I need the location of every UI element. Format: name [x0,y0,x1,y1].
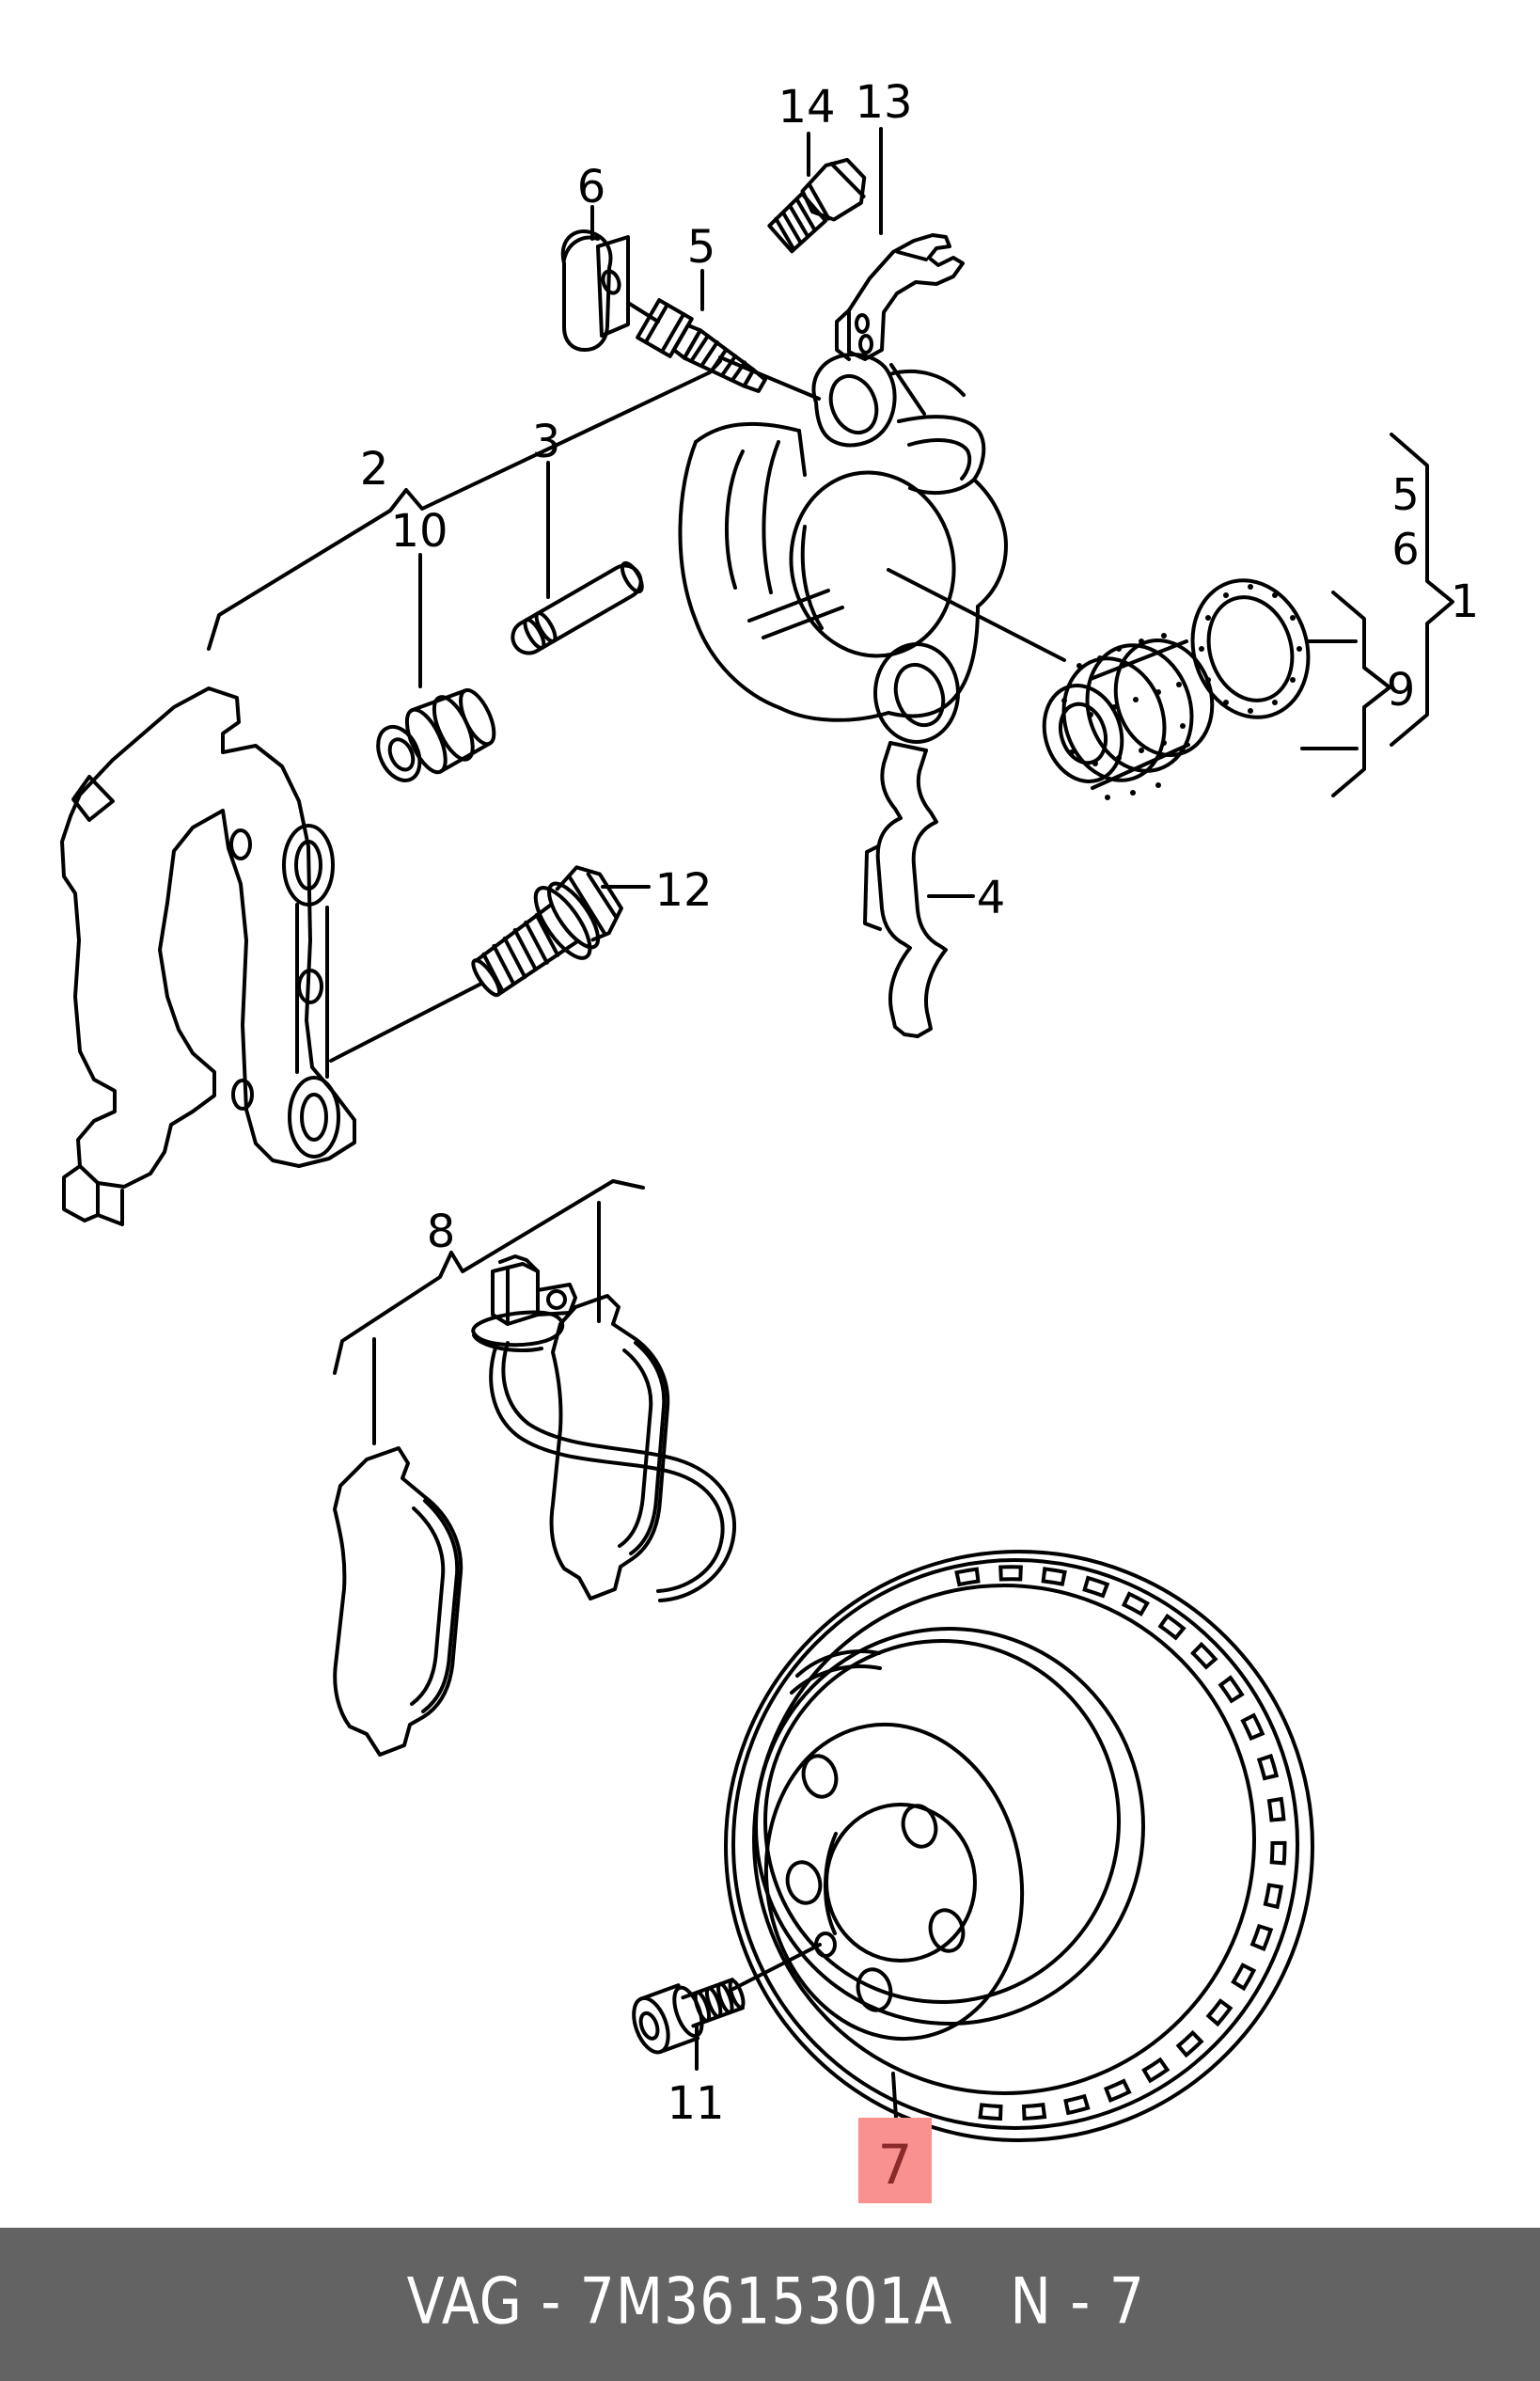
part-7-brake-disc [724,1550,1314,2142]
callout-11[interactable]: 11 [667,2077,724,2130]
callout-14[interactable]: 14 [778,81,835,134]
part-12-bolt [471,865,623,998]
caliper-housing [678,353,1008,744]
callout-group-5[interactable]: 5 [1391,469,1419,520]
part-13-bracket [835,233,965,361]
outer-pad [333,1446,464,1757]
part-9-boot [1042,633,1215,800]
callout-group-6[interactable]: 6 [1391,524,1419,575]
callout-13[interactable]: 13 [855,76,912,129]
part-5-bleeder-screw [636,298,767,393]
leader-lines [207,127,1454,2120]
callout-1[interactable]: 1 [1451,576,1480,628]
part-10-guide-bushing [376,687,496,782]
group-8-bracket [333,1179,645,1375]
part-8-brake-pads [333,1254,737,1757]
part-3-guide-pin [511,560,644,655]
callout-2[interactable]: 2 [360,443,389,496]
group-9-bracket [1331,591,1391,797]
part-number-text: VAG - 7M3615301A [406,2263,953,2339]
group-2-bracket [207,359,722,651]
callout-5[interactable]: 5 [687,221,716,274]
callout-10[interactable]: 10 [390,505,448,558]
sensor-cable [489,1341,737,1602]
part-6-wear-sensor [560,229,630,352]
highlight-box[interactable] [858,2118,932,2203]
callout-12[interactable]: 12 [654,864,712,917]
inner-pad [549,1294,670,1600]
callout-8[interactable]: 8 [427,1206,456,1258]
callout-3[interactable]: 3 [532,416,561,468]
group-1-bracket [1390,433,1454,747]
page-reference-text: N - 7 [1010,2263,1145,2339]
part-9-seal-ring [1190,578,1311,719]
highlighted-callout-7[interactable]: 7 [858,2118,932,2203]
callout-6[interactable]: 6 [577,161,606,213]
highlight-label[interactable]: 7 [878,2133,913,2197]
callout-9[interactable]: 9 [1387,664,1416,717]
wear-sensor-connector [471,1254,577,1353]
part-2-carrier-bracket [60,686,356,1226]
callout-labels: 14 6 5 13 2 10 3 12 4 8 5 6 1 9 11 [360,76,1480,2130]
footer-bar: VAG - 7M3615301A N - 7 [0,2228,1540,2381]
part-11-set-screw [632,1978,746,2055]
callout-4[interactable]: 4 [977,872,1006,924]
part-4-retaining-spring [863,741,948,1038]
part-14-bolt [767,157,867,254]
